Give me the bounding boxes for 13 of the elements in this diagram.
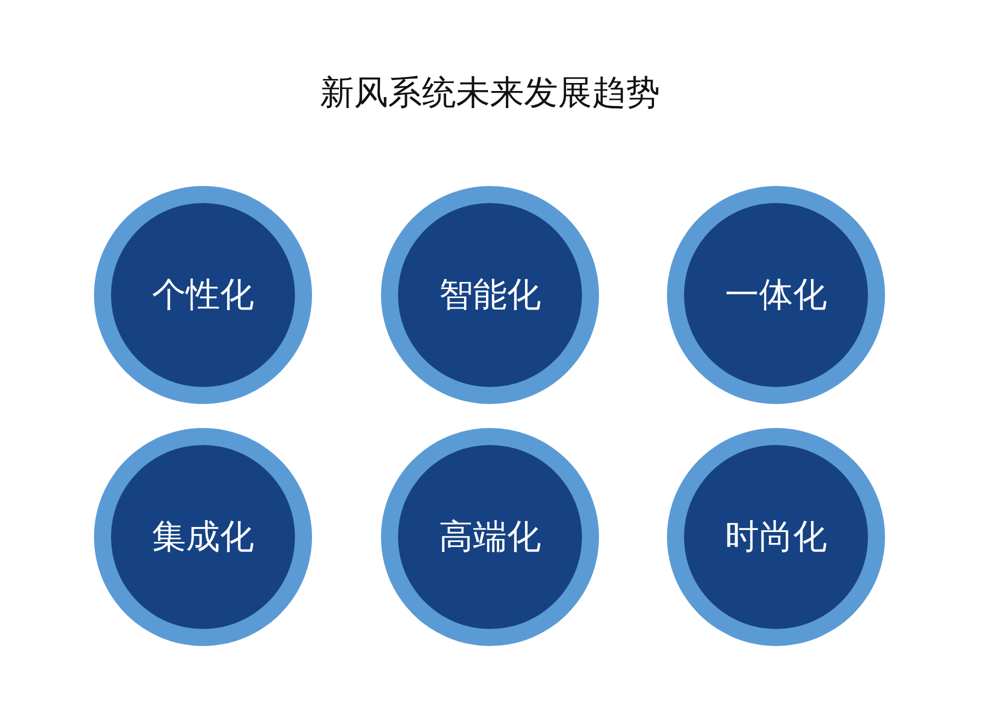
ring-circle [667, 186, 885, 404]
trend-label: 个性化 [152, 274, 254, 317]
ring-circle [381, 428, 599, 646]
trend-label: 时尚化 [725, 516, 827, 559]
trend-label: 集成化 [152, 516, 254, 559]
trend-label: 智能化 [439, 274, 541, 317]
trend-label: 高端化 [439, 516, 541, 559]
ring-circle [381, 186, 599, 404]
ring-circle [667, 428, 885, 646]
diagram-title: 新风系统未来发展趋势 [319, 72, 661, 115]
ring-circle [94, 428, 312, 646]
trend-label: 一体化 [725, 274, 827, 317]
ring-circle [94, 186, 312, 404]
